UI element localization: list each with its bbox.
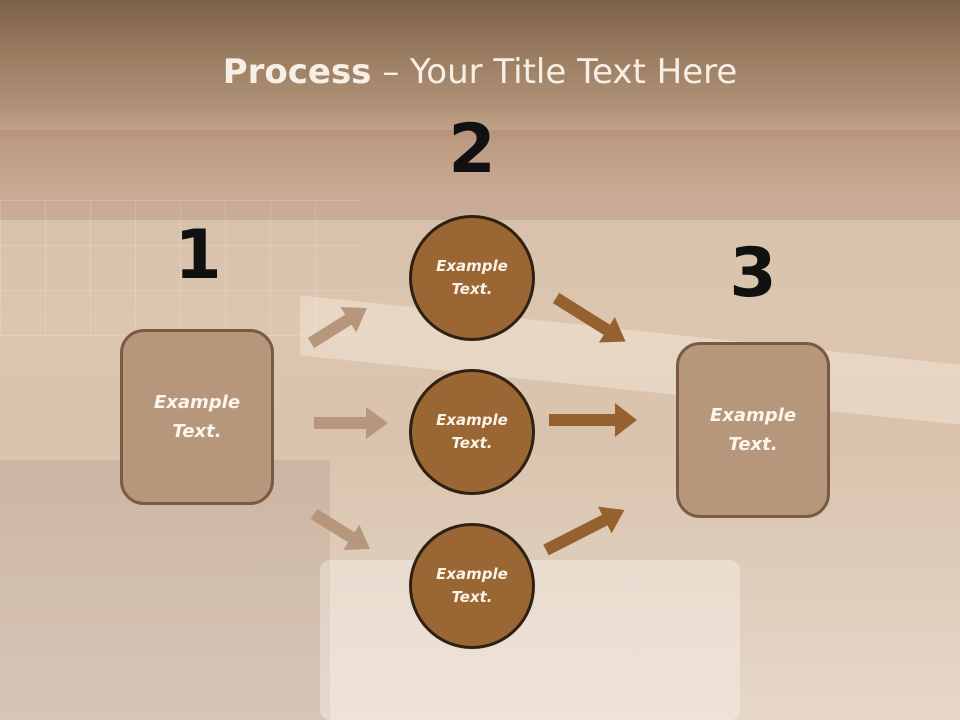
step-2-circle-middle[interactable]: Example Text.: [409, 369, 535, 495]
circle-middle-text-line2: Text.: [451, 434, 493, 452]
arrow-right-icon: [549, 403, 637, 437]
circle-top-text-line1: Example: [436, 257, 508, 275]
step-1-text-line1: Example: [153, 392, 241, 413]
arrow-right-icon: [552, 292, 626, 343]
circle-top-text-line2: Text.: [451, 280, 493, 298]
arrow-right-icon: [310, 508, 370, 551]
step-number-3[interactable]: 3: [729, 234, 777, 313]
step-1-box[interactable]: Example Text.: [120, 329, 274, 505]
slide-title[interactable]: Process – Your Title Text Here: [0, 52, 960, 92]
step-number-2[interactable]: 2: [448, 110, 496, 189]
step-3-text-line2: Text.: [728, 434, 778, 455]
background-cabinets: [0, 130, 960, 220]
step-number-1[interactable]: 1: [174, 216, 222, 295]
step-3-box[interactable]: Example Text.: [676, 342, 830, 518]
arrow-right-icon: [543, 506, 625, 556]
arrow-right-icon: [307, 306, 367, 349]
step-3-text-line1: Example: [709, 405, 797, 426]
step-2-circle-bottom[interactable]: Example Text.: [409, 523, 535, 649]
step-2-circle-top[interactable]: Example Text.: [409, 215, 535, 341]
step-1-text-line2: Text.: [172, 421, 222, 442]
arrow-right-icon: [314, 407, 388, 439]
background-tiles: [0, 200, 360, 340]
circle-bottom-text-line1: Example: [436, 565, 508, 583]
circle-middle-text-line1: Example: [436, 411, 508, 429]
circle-bottom-text-line2: Text.: [451, 588, 493, 606]
title-bold: Process: [222, 52, 372, 92]
title-rest: – Your Title Text Here: [371, 52, 738, 92]
